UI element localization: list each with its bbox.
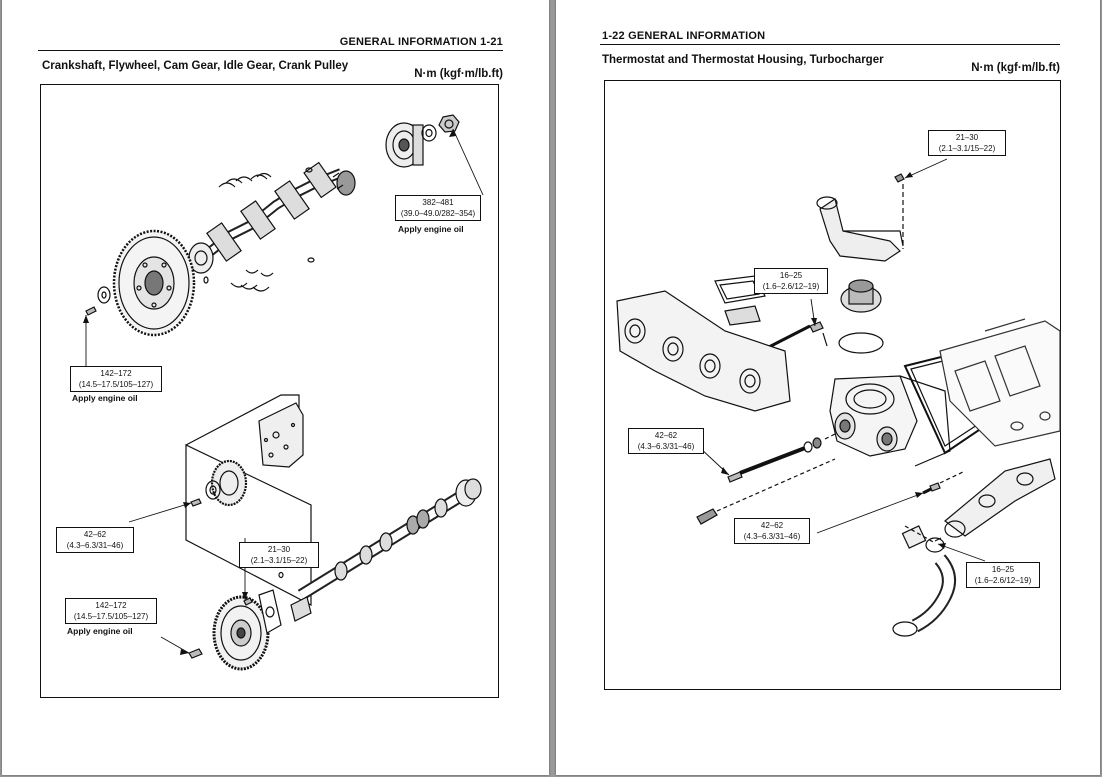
torque-value-detail: (14.5–17.5/105–127) — [73, 612, 149, 621]
gear-case-illustration — [185, 394, 312, 606]
torque-value-detail: (4.3–6.3/31–46) — [66, 541, 124, 550]
page-header: GENERAL INFORMATION 1-21 — [339, 36, 503, 48]
apply-oil-note: Apply engine oil — [398, 224, 464, 234]
hose-illustration — [892, 525, 956, 637]
torque-value-detail: (1.6–2.6/12–19) — [762, 282, 820, 291]
torque-callout-outlet-bolt: 21–30 (2.1–3.1/15–22) — [928, 130, 1006, 156]
torque-value-detail: (2.1–3.1/15–22) — [938, 144, 996, 153]
bolt-illustration — [764, 321, 824, 351]
torque-callout-turbo-bolt: 42–62 (4.3–6.3/31–46) — [734, 518, 810, 544]
flywheel-illustration — [85, 229, 196, 337]
turbo-pipe-illustration — [934, 458, 1056, 542]
torque-value-nm: 42–62 — [760, 521, 784, 530]
torque-value-nm: 142–172 — [95, 601, 127, 610]
torque-unit-label: N·m (kgf·m/lb.ft) — [971, 62, 1060, 74]
apply-oil-note: Apply engine oil — [72, 393, 138, 403]
torque-value-detail: (2.1–3.1/15–22) — [250, 556, 308, 565]
torque-callout-manifold-bolt: 16–25 (1.6–2.6/12–19) — [754, 268, 828, 294]
small-bolt-illustration — [922, 470, 966, 495]
thermostat-exploded-diagram — [616, 158, 1061, 637]
torque-callout-thrust-plate-bolt: 21–30 (2.1–3.1/15–22) — [239, 542, 319, 568]
header-rule — [600, 44, 1060, 45]
section-title: Thermostat and Thermostat Housing, Turbo… — [602, 54, 884, 66]
cylinder-head-illustration — [939, 318, 1061, 447]
idle-gear-illustration — [190, 459, 248, 507]
thermostat-housing-illustration — [829, 375, 951, 467]
page-header: 1-22 GENERAL INFORMATION — [602, 30, 766, 42]
torque-value-nm: 21–30 — [267, 545, 291, 554]
torque-value-nm: 16–25 — [779, 271, 803, 280]
header-rule — [38, 50, 503, 51]
crankshaft-illustration — [188, 161, 356, 274]
water-temp-sensor-illustration — [696, 458, 836, 525]
long-bolt-illustration — [727, 432, 838, 483]
thermostat-illustration — [822, 279, 884, 354]
torque-value-detail: (4.3–6.3/31–46) — [637, 442, 695, 451]
torque-value-detail: (14.5–17.5/105–127) — [78, 380, 154, 389]
torque-callout-pipe-nut: 16–25 (1.6–2.6/12–19) — [966, 562, 1040, 588]
cam-gear-illustration — [188, 571, 312, 671]
torque-callout-housing-bolt: 42–62 (4.3–6.3/31–46) — [628, 428, 704, 454]
torque-value-nm: 142–172 — [100, 369, 132, 378]
water-outlet-illustration — [816, 173, 905, 262]
torque-value-detail: (39.0–49.0/282–354) — [400, 209, 476, 218]
torque-value-nm: 21–30 — [955, 133, 979, 142]
manual-page-right: 1-22 GENERAL INFORMATION Thermostat and … — [556, 0, 1100, 775]
torque-unit-label: N·m (kgf·m/lb.ft) — [414, 68, 503, 80]
exploded-diagram-frame — [604, 80, 1061, 690]
torque-value-nm: 16–25 — [991, 565, 1015, 574]
torque-value-detail: (1.6–2.6/12–19) — [974, 576, 1032, 585]
torque-value-detail: (4.3–6.3/31–46) — [743, 532, 801, 541]
crank-pulley-illustration — [385, 114, 460, 168]
apply-oil-note: Apply engine oil — [67, 626, 133, 636]
torque-value-nm: 42–62 — [654, 431, 678, 440]
camshaft-illustration — [297, 478, 482, 601]
bearing-shells-illustration — [203, 167, 315, 292]
torque-value-nm: 42–62 — [83, 530, 107, 539]
exhaust-manifold-illustration — [616, 275, 791, 412]
torque-callout-flywheel-bolt: 142–172 (14.5–17.5/105–127) — [70, 366, 162, 392]
torque-value-nm: 382–481 — [422, 198, 454, 207]
section-title: Crankshaft, Flywheel, Cam Gear, Idle Gea… — [42, 60, 349, 72]
torque-callout-cam-gear-bolt: 142–172 (14.5–17.5/105–127) — [65, 598, 157, 624]
manual-page-left: GENERAL INFORMATION 1-21 Crankshaft, Fly… — [2, 0, 549, 775]
torque-callout-idle-gear-bolt: 42–62 (4.3–6.3/31–46) — [56, 527, 134, 553]
torque-callout-crank-pulley-nut: 382–481 (39.0–49.0/282–354) — [395, 195, 481, 221]
